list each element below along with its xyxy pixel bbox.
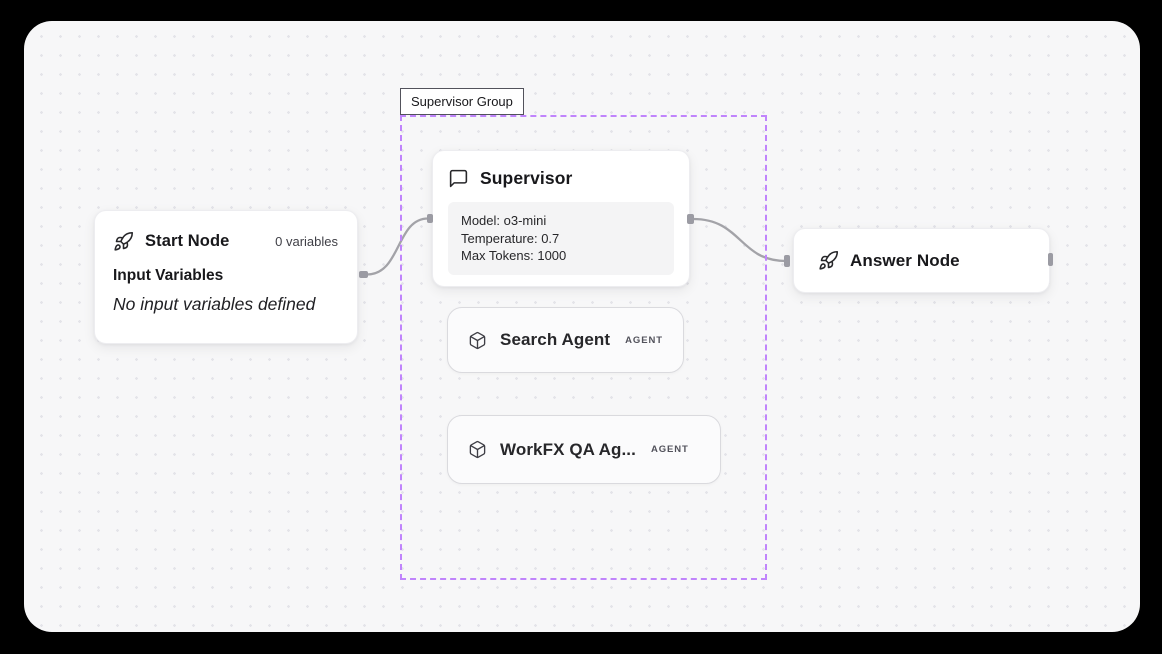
input-variables-empty-message: No input variables defined [113,294,316,314]
rocket-icon [818,250,839,271]
supervisor-node-title: Supervisor [480,168,573,188]
supervisor-model: Model: o3-mini [461,213,547,228]
supervisor-max-tokens: Max Tokens: 1000 [461,248,567,263]
answer-node-title: Answer Node [850,250,960,270]
supervisor-node[interactable]: Supervisor Model: o3-mini Temperature: 0… [432,150,690,287]
workfx-qa-agent-type-badge: AGENT [650,444,689,455]
start-node[interactable]: Start Node 0 variables Input Variables N… [94,210,358,344]
supervisor-group-label-text: Supervisor Group [411,94,513,109]
rocket-icon [113,231,134,252]
search-agent-title: Search Agent [500,330,611,349]
start-node-variables-count: 0 variables [275,234,338,249]
search-agent-type-badge: AGENT [625,334,663,346]
start-node-title: Start Node [145,232,230,250]
chat-bubble-icon [448,168,469,189]
supervisor-source-handle[interactable] [687,214,694,224]
workfx-qa-agent-card[interactable]: WorkFX QA Ag... AGENT [447,415,721,484]
answer-node[interactable]: Answer Node [793,228,1050,293]
input-variables-heading: Input Variables [113,267,224,284]
answer-node-target-handle[interactable] [784,255,790,267]
supervisor-target-handle[interactable] [427,214,433,223]
supervisor-group-label[interactable]: Supervisor Group [400,88,524,115]
supervisor-group-boundary[interactable]: Supervisor Group [400,88,767,580]
start-node-source-handle[interactable] [359,271,368,278]
search-agent-card[interactable]: Search Agent AGENT [447,307,684,373]
answer-node-source-handle[interactable] [1048,253,1053,266]
cube-icon [468,331,487,350]
cube-icon [468,440,487,459]
supervisor-temperature: Temperature: 0.7 [461,230,560,246]
supervisor-config-box: Model: o3-mini Temperature: 0.7 Max Toke… [448,202,674,275]
workfx-qa-agent-title: WorkFX QA Ag... [500,439,636,459]
